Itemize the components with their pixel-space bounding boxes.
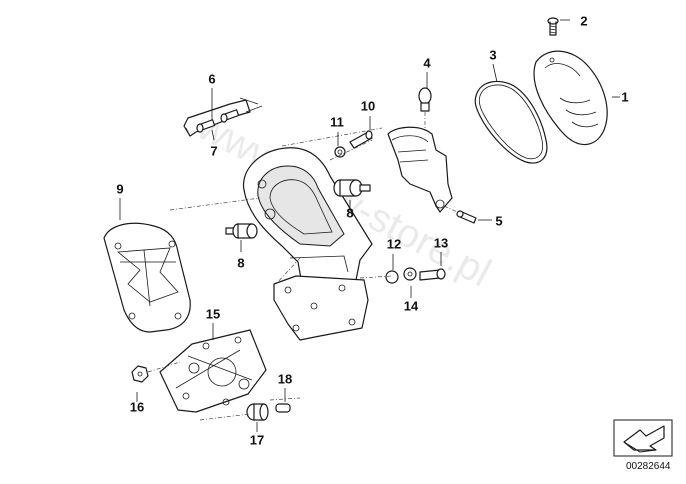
rear-plate bbox=[159, 329, 267, 413]
washer-11 bbox=[334, 146, 346, 158]
label-part-1: 1 bbox=[621, 89, 628, 104]
label-part-18: 18 bbox=[278, 371, 292, 386]
bulb-holder bbox=[387, 126, 463, 215]
label-part-14: 14 bbox=[404, 298, 419, 313]
label-part-15: 15 bbox=[206, 306, 220, 321]
label-part-6: 6 bbox=[208, 71, 215, 86]
direction-box bbox=[613, 419, 673, 457]
label-part-12: 12 bbox=[387, 236, 401, 251]
label-part-5: 5 bbox=[495, 213, 502, 228]
label-part-16: 16 bbox=[130, 399, 144, 414]
washer-14 bbox=[403, 267, 417, 281]
pin-18 bbox=[275, 403, 291, 413]
spacer-8-lower bbox=[225, 223, 258, 239]
gasket bbox=[474, 80, 548, 164]
leader-lines bbox=[119, 19, 620, 432]
mounting-plate bbox=[273, 275, 369, 341]
label-part-7: 7 bbox=[210, 143, 217, 158]
spacer-8-upper bbox=[333, 179, 371, 197]
label-part-3: 3 bbox=[489, 47, 496, 62]
nut-12 bbox=[385, 270, 399, 284]
lens-cover bbox=[533, 50, 608, 146]
label-part-13: 13 bbox=[434, 235, 448, 250]
screw-10 bbox=[349, 130, 373, 149]
label-part-9: 9 bbox=[116, 181, 123, 196]
reference-number: 00282644 bbox=[626, 461, 671, 472]
grommet-17 bbox=[246, 403, 269, 421]
main-housing bbox=[242, 147, 373, 297]
rubber-plate bbox=[103, 222, 191, 333]
label-part-17: 17 bbox=[250, 432, 264, 447]
label-part-8-lower: 8 bbox=[237, 255, 244, 270]
label-part-11: 11 bbox=[330, 114, 344, 129]
label-part-2: 2 bbox=[580, 13, 587, 28]
direction-arrow-icon bbox=[623, 425, 665, 453]
label-part-4: 4 bbox=[423, 55, 431, 70]
bolt-13 bbox=[419, 268, 446, 281]
label-part-8-upper: 8 bbox=[346, 205, 353, 220]
screw-5 bbox=[456, 210, 477, 224]
nut-16 bbox=[131, 365, 149, 383]
screws-7 bbox=[196, 109, 240, 133]
screw-2 bbox=[547, 17, 559, 36]
label-part-10: 10 bbox=[361, 98, 375, 113]
